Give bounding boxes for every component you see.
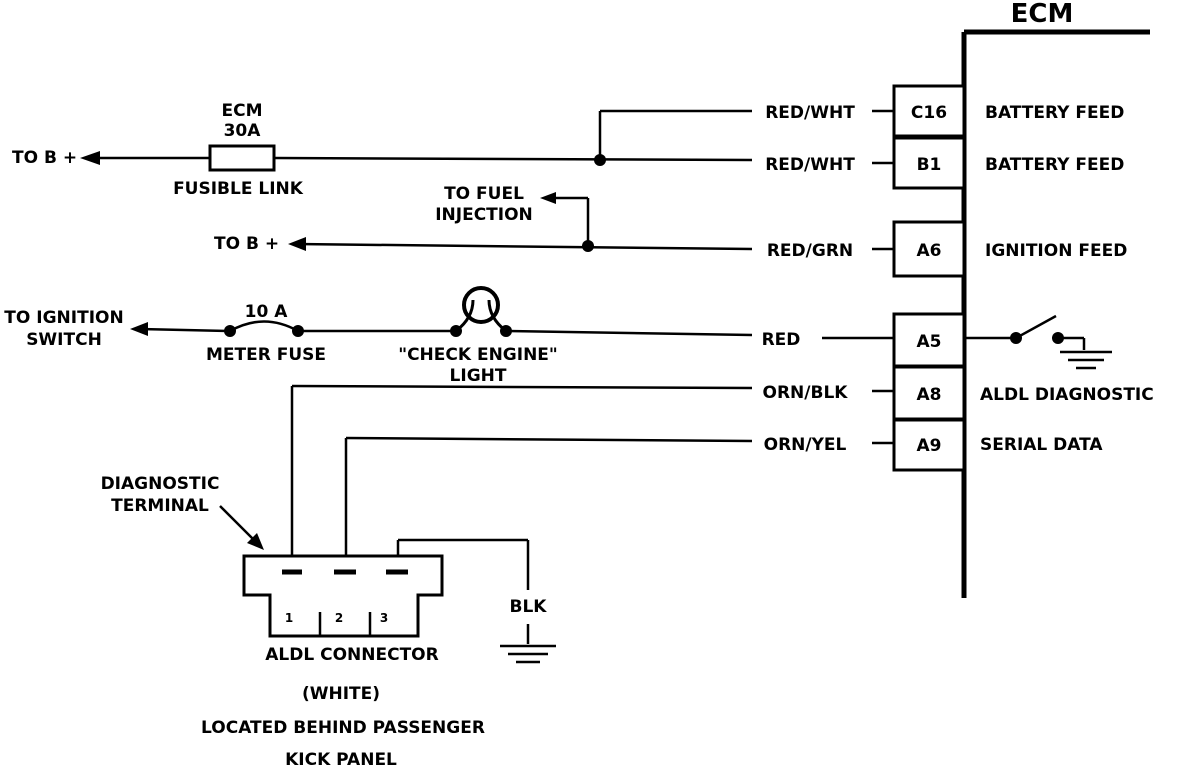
pin-id: A6 — [917, 241, 942, 261]
pin-id: C16 — [911, 103, 947, 123]
pin-function: BATTERY FEED — [985, 155, 1124, 175]
meter-fuse-label: METER FUSE — [206, 345, 326, 365]
connector-pin-label: 2 — [335, 611, 343, 625]
splice-dot — [594, 154, 606, 166]
connector-ground: BLK — [500, 597, 556, 664]
internal-ground-switch — [964, 314, 1112, 370]
pin-function: SERIAL DATA — [980, 435, 1103, 455]
diagnostic-terminal-label-1: DIAGNOSTIC — [101, 474, 220, 494]
pin-b1: B1 RED/WHT BATTERY FEED — [765, 136, 1124, 190]
aldl-connector-color: (WHITE) — [302, 684, 380, 704]
pin-a5: A5 RED — [762, 312, 966, 368]
pin-id: B1 — [917, 155, 942, 175]
pin-id: A8 — [917, 385, 942, 405]
aldl-connector-location-1: LOCATED BEHIND PASSENGER — [201, 718, 485, 738]
arrow-left-icon — [540, 192, 556, 204]
to-b-plus-label: TO B + — [12, 148, 77, 168]
fusible-link — [208, 144, 276, 172]
wire-color: RED/WHT — [765, 103, 855, 123]
meter-fuse-rating: 10 A — [245, 302, 289, 322]
to-b-plus-label: TO B + — [214, 234, 279, 254]
to-ignition-switch-2: SWITCH — [26, 330, 102, 350]
wire-color: RED — [762, 330, 801, 350]
ground-wire-color: BLK — [510, 597, 548, 617]
check-engine-circuit: 10 A METER FUSE "CHECK ENGINE" LIGHT TO … — [4, 286, 753, 386]
pin-id: A5 — [917, 332, 942, 352]
wire-color: ORN/YEL — [764, 435, 847, 455]
aldl-connector-label: ALDL CONNECTOR — [265, 645, 438, 665]
ecm-title: ECM — [1011, 0, 1074, 29]
connector-pin-label: 1 — [285, 611, 293, 625]
arrow-left-icon — [288, 237, 306, 251]
wire-color: ORN/BLK — [763, 383, 849, 403]
fusible-link-rating-2: 30A — [224, 121, 262, 141]
diagnostic-terminal-callout: DIAGNOSTIC TERMINAL — [101, 474, 264, 550]
ignition-feed-circuit: TO B + TO FUEL INJECTION — [214, 184, 753, 254]
check-engine-label-2: LIGHT — [450, 366, 507, 386]
wire-color: RED/GRN — [767, 241, 853, 261]
connector-pin-label: 3 — [380, 611, 388, 625]
pin-function: BATTERY FEED — [985, 103, 1124, 123]
pin-function: IGNITION FEED — [985, 241, 1127, 261]
aldl-connector-caption: ALDL CONNECTOR (WHITE) LOCATED BEHIND PA… — [201, 645, 485, 768]
aldl-connector: 1 2 3 — [242, 554, 444, 638]
arrow-icon — [247, 533, 264, 550]
diagnostic-terminal-label-2: TERMINAL — [111, 496, 209, 516]
check-engine-lamp-icon — [462, 286, 500, 324]
pin-c16: C16 RED/WHT BATTERY FEED — [765, 84, 1124, 138]
arrow-left-icon — [80, 151, 100, 165]
check-engine-label-1: "CHECK ENGINE" — [398, 345, 558, 365]
to-fuel-injection-2: INJECTION — [435, 205, 533, 225]
pin-function: ALDL DIAGNOSTIC — [980, 385, 1154, 405]
ecm-body: ECM — [961, 0, 1150, 598]
fusible-link-rating-1: ECM — [221, 101, 262, 121]
pin-a9: A9 ORN/YEL SERIAL DATA — [764, 418, 1103, 472]
to-fuel-injection-1: TO FUEL — [444, 184, 524, 204]
fusible-link-label: FUSIBLE LINK — [173, 179, 304, 199]
to-ignition-switch-1: TO IGNITION — [4, 308, 123, 328]
pin-id: A9 — [917, 436, 942, 456]
battery-feed-circuit: ECM 30A FUSIBLE LINK TO B + — [12, 101, 753, 199]
arrow-left-icon — [130, 322, 148, 336]
pin-a8: A8 ORN/BLK ALDL DIAGNOSTIC — [763, 365, 1154, 421]
wire-color: RED/WHT — [765, 155, 855, 175]
aldl-connector-location-2: KICK PANEL — [285, 750, 397, 768]
meter-fuse — [229, 320, 299, 333]
pin-a6: A6 RED/GRN IGNITION FEED — [767, 220, 1127, 278]
